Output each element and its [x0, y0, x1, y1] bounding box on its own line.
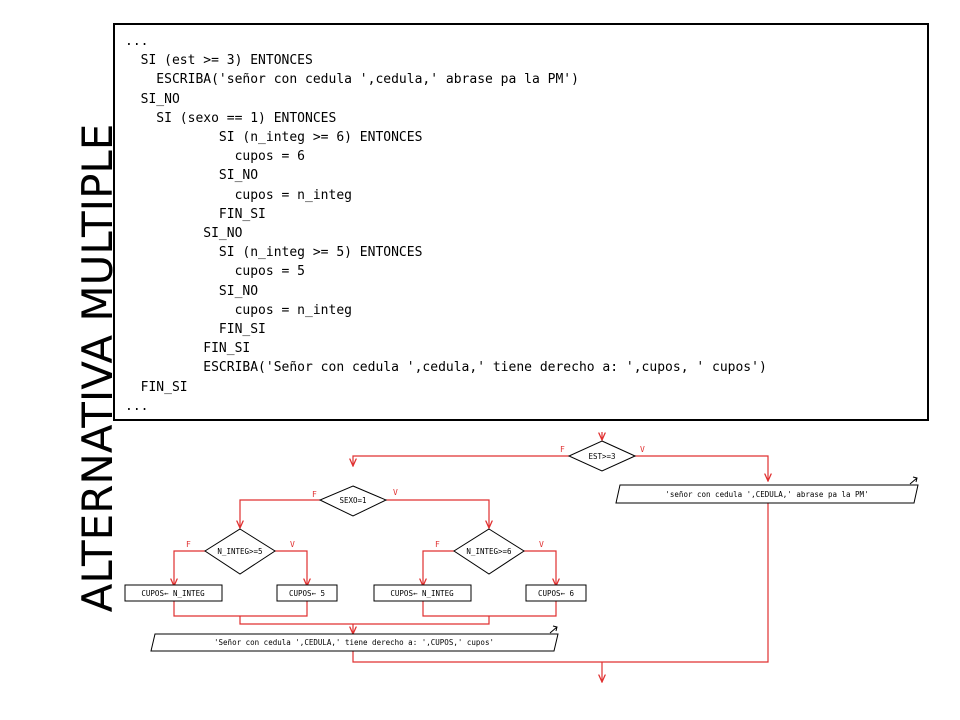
assign-6-box [525, 584, 587, 602]
connector-integ5-false [174, 550, 205, 586]
output-cupos-arrow-icon [549, 625, 558, 634]
connector-integ6-false [423, 550, 454, 586]
connector-integ5-true [275, 550, 307, 586]
code-line: FIN_SI [125, 206, 266, 222]
connector-integ6-true [524, 550, 556, 586]
code-line: cupos = 6 [125, 149, 306, 165]
code-line: cupos = n_integ [125, 302, 352, 318]
est-false-label: F [560, 445, 565, 454]
connector-sexo-false [240, 499, 320, 528]
flow-connectors [174, 432, 768, 682]
code-line: SI (n_integ >= 6) ENTONCES [125, 130, 423, 146]
decision-sexo-label: SEXO=1 [339, 496, 366, 505]
assign-integ-left-label: CUPOS← N_INTEG [141, 589, 205, 598]
code-line: SI_NO [125, 168, 259, 184]
decision-est-label: EST>=3 [588, 452, 615, 461]
code-line: SI_NO [125, 226, 243, 242]
connector-est-false [353, 455, 569, 466]
connector-inner-merge [239, 616, 490, 625]
sexo-true-label: V [393, 488, 398, 497]
output-pm-parallelogram [615, 484, 919, 504]
code-line: cupos = 5 [125, 264, 306, 280]
output-pm-arrow-icon [909, 476, 918, 485]
assign-integ-left-box [124, 584, 223, 602]
assign-5-label: CUPOS← 5 [289, 589, 325, 598]
est-true-label: V [640, 445, 645, 454]
integ6-true-label: V [539, 540, 544, 549]
code-line: FIN_SI [125, 341, 251, 357]
connector-est-true [635, 455, 768, 481]
code-line: cupos = n_integ [125, 187, 352, 203]
code-line: ... [125, 398, 149, 414]
decision-integ6-label: N_INTEG>=6 [466, 547, 512, 556]
code-line: SI (est >= 3) ENTONCES [125, 53, 313, 69]
integ5-true-label: V [290, 540, 295, 549]
code-line: SI_NO [125, 91, 180, 107]
output-cupos-label: 'Señor con cedula ',CEDULA,' tiene derec… [214, 638, 494, 647]
code-line: FIN_SI [125, 322, 266, 338]
output-pm-label: 'señor con cedula ',CEDULA,' abrase pa l… [665, 490, 868, 499]
assign-5-box [276, 584, 338, 602]
assign-6-label: CUPOS← 6 [538, 589, 575, 598]
integ6-false-label: F [435, 540, 440, 549]
code-line: ... [125, 34, 149, 49]
code-line: SI (n_integ >= 5) ENTONCES [125, 245, 423, 261]
code-line: SI (sexo == 1) ENTONCES [125, 110, 337, 126]
connector-integ5-merge [173, 601, 308, 617]
pseudocode-text: ... SI (est >= 3) ENTONCES ESCRIBA('seño… [125, 32, 917, 416]
decision-sexo [318, 485, 388, 517]
decision-integ5 [204, 528, 276, 575]
code-line: ESCRIBA('Señor con cedula ',cedula,' tie… [125, 360, 767, 376]
output-cupos-parallelogram [150, 633, 559, 652]
connector-sexo-true [386, 499, 489, 528]
connector-pm-return [602, 498, 769, 663]
assign-integ-right-box [373, 584, 472, 602]
connector-integ6-merge [422, 601, 557, 617]
connector-cupos-return [352, 650, 602, 663]
decision-est [567, 440, 637, 472]
sexo-false-label: F [312, 490, 317, 499]
code-line: FIN_SI [125, 379, 188, 395]
assign-integ-right-label: CUPOS← N_INTEG [390, 589, 454, 598]
code-line: SI_NO [125, 283, 259, 299]
code-line: ESCRIBA('señor con cedula ',cedula,' abr… [125, 72, 579, 88]
integ5-false-label: F [186, 540, 191, 549]
decision-integ6 [453, 528, 525, 575]
decision-integ5-label: N_INTEG>=5 [217, 547, 262, 556]
pseudocode-box: ... SI (est >= 3) ENTONCES ESCRIBA('seño… [113, 23, 929, 421]
